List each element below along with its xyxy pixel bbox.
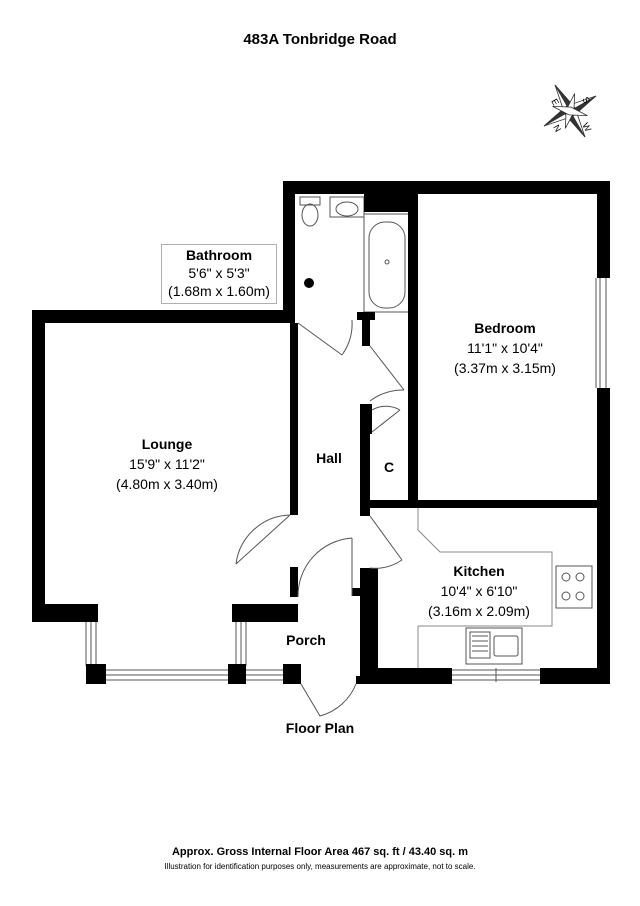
kitchen-imperial: 10'4" x 6'10": [440, 583, 518, 599]
compass-e: E: [549, 97, 561, 107]
bathroom-label-box: [161, 244, 277, 304]
porch-name: Porch: [286, 632, 326, 648]
cupboard-label: C: [374, 457, 404, 477]
bedroom-metric: (3.37m x 3.15m): [454, 360, 556, 376]
bedroom-window: [595, 278, 607, 388]
kitchen-window: [452, 668, 540, 682]
hall-name: Hall: [316, 450, 342, 466]
toilet-icon: [299, 196, 321, 227]
bedroom-name: Bedroom: [474, 320, 536, 336]
compass-s: S: [580, 95, 592, 105]
bathroom-imperial: 5'6" x 5'3": [188, 265, 250, 281]
porch-label: Porch: [276, 630, 336, 650]
kitchen-name: Kitchen: [453, 563, 505, 579]
hall-label: Hall: [304, 448, 354, 468]
cupboard-name: C: [383, 459, 395, 475]
disclaimer-text: Illustration for identification purposes…: [164, 862, 476, 871]
lounge-label: Lounge 15'9" x 11'2" (4.80m x 3.40m): [92, 434, 242, 494]
sink-icon: [465, 627, 523, 665]
bedroom-imperial: 11'1" x 10'4": [467, 340, 543, 356]
lounge-name: Lounge: [141, 436, 193, 452]
lounge-metric: (4.80m x 3.40m): [116, 476, 218, 492]
compass-icon: S W E N: [543, 84, 597, 138]
hob-icon: [555, 565, 593, 609]
door-swings: [235, 319, 405, 717]
floor-area-text: Approx. Gross Internal Floor Area 467 sq…: [171, 846, 469, 858]
kitchen-label: Kitchen 10'4" x 6'10" (3.16m x 2.09m): [404, 561, 554, 621]
basin-icon: [329, 196, 365, 218]
bathroom-metric: (1.68m x 1.60m): [168, 283, 270, 299]
bathroom-name: Bathroom: [185, 247, 253, 263]
lounge-window: [85, 622, 283, 681]
bath-icon: [363, 213, 411, 313]
page-title: 483A Tonbridge Road: [243, 31, 397, 48]
bedroom-label: Bedroom 11'1" x 10'4" (3.37m x 3.15m): [430, 318, 580, 378]
floor-plan-caption: Floor Plan: [285, 720, 355, 736]
walls: [32, 181, 610, 684]
compass-n: N: [551, 123, 563, 134]
soil-stack-icon: [304, 278, 314, 288]
lounge-imperial: 15'9" x 11'2": [129, 456, 205, 472]
bathroom-label: Bathroom 5'6" x 5'3" (1.68m x 1.60m): [161, 246, 277, 300]
kitchen-metric: (3.16m x 2.09m): [428, 603, 530, 619]
kitchen-worktop: [417, 508, 553, 668]
